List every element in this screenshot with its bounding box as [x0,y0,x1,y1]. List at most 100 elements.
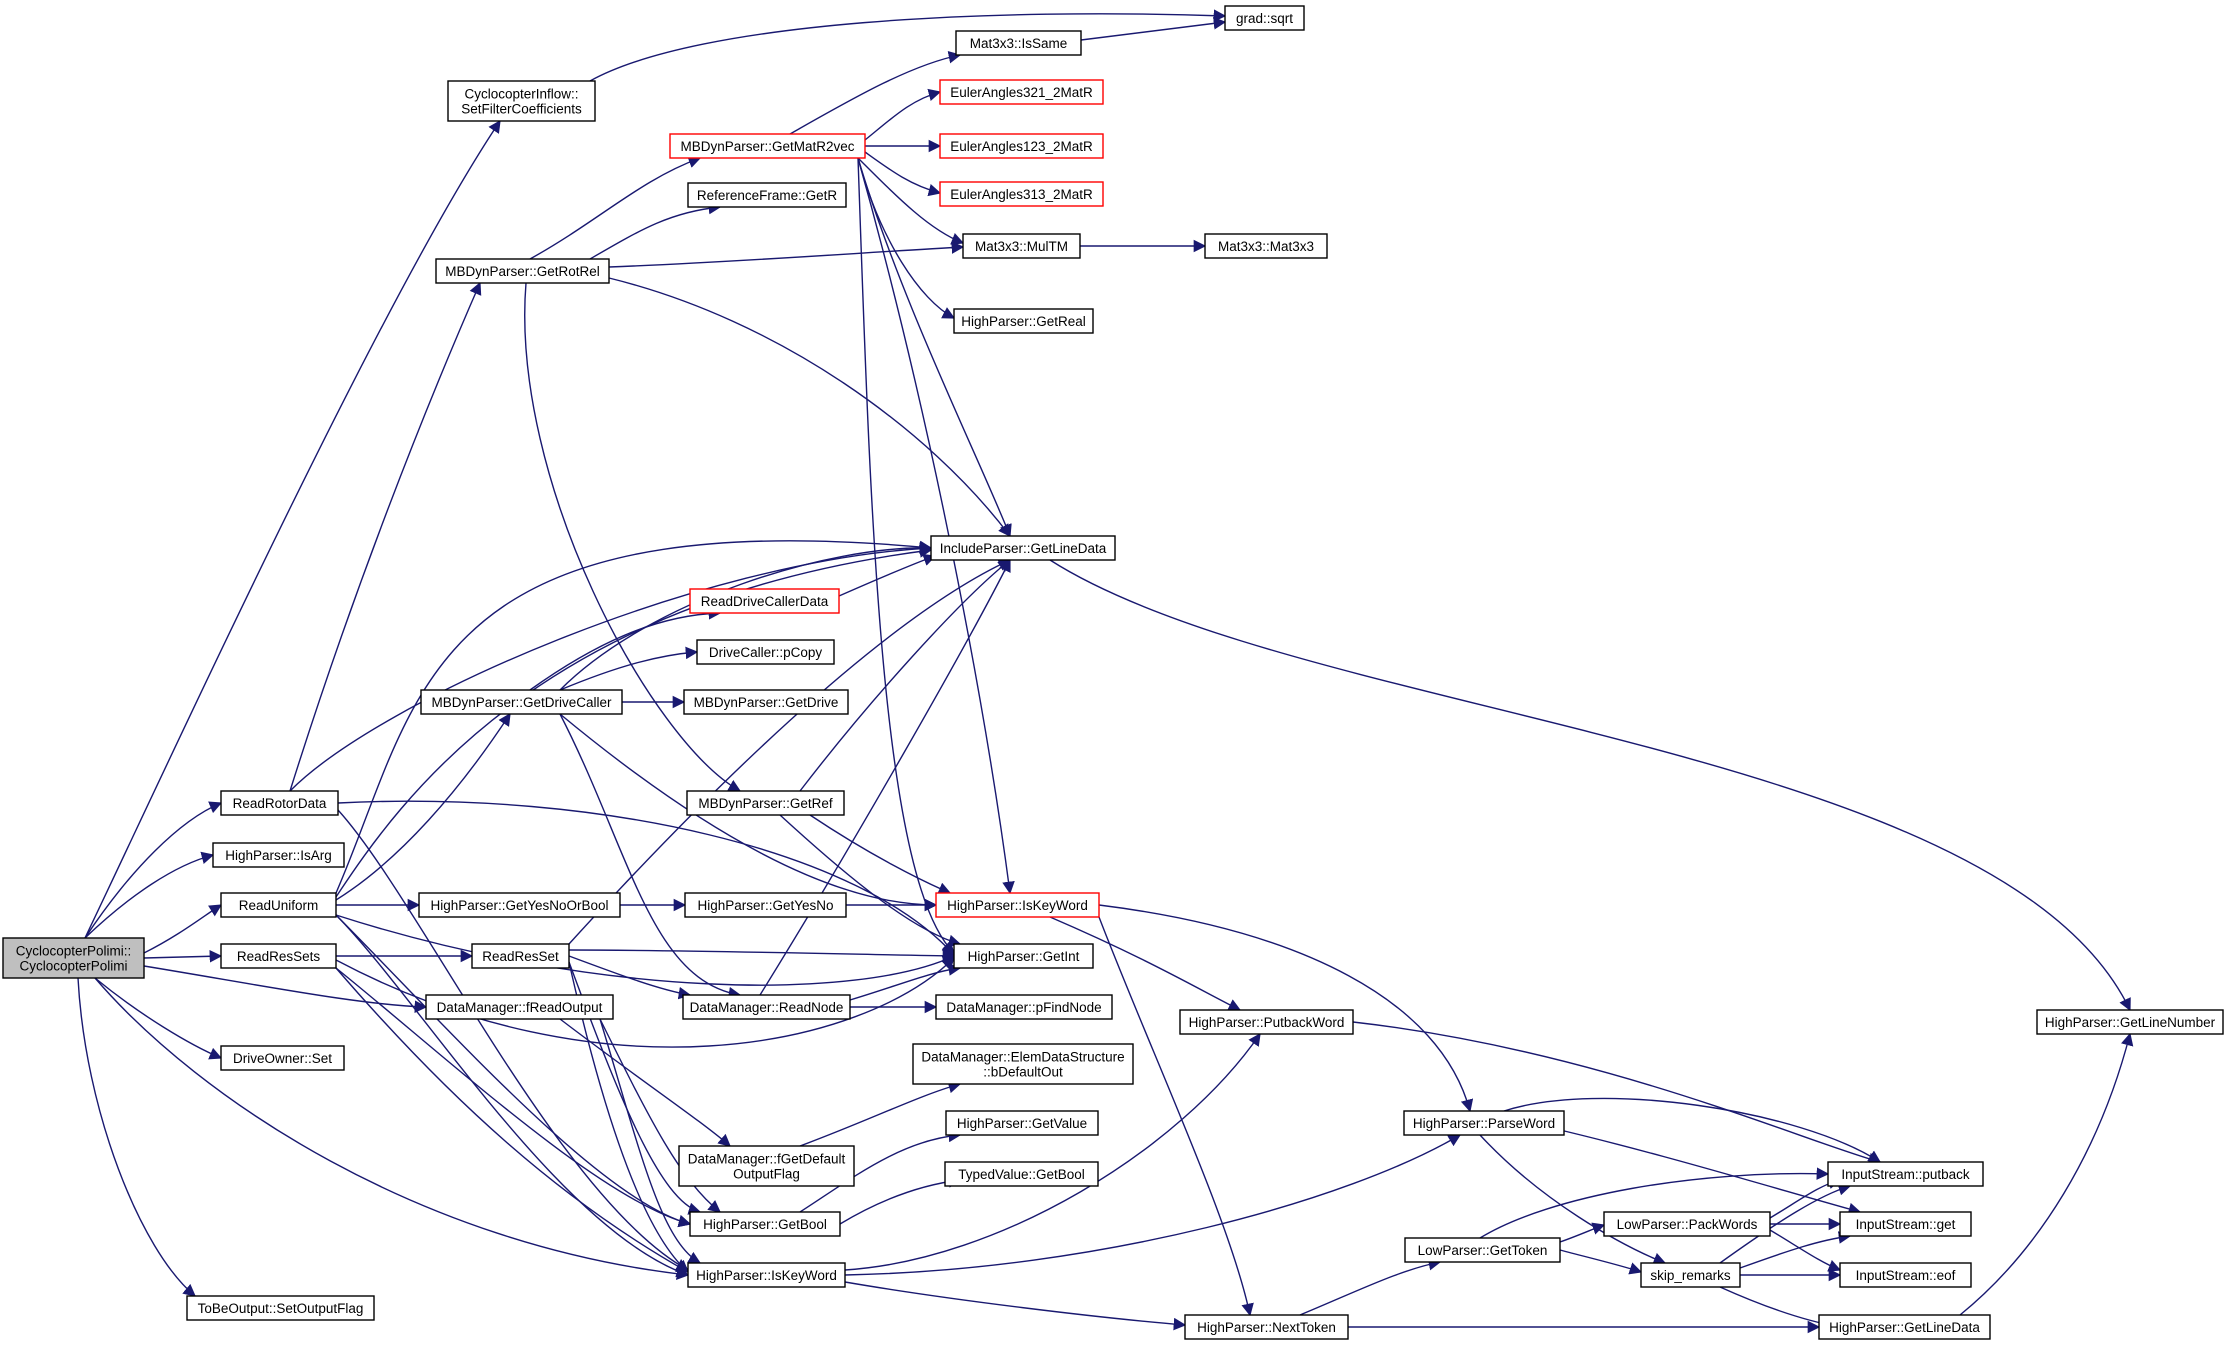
node-getyesnoorbool[interactable]: HighParser::GetYesNoOrBool [418,892,621,918]
node-label: Mat3x3::MulTM [975,239,1068,254]
edge-iskeyword-to-putbackword [844,1032,1261,1271]
node-box [186,1295,375,1321]
node-label: TypedValue::GetBool [958,1167,1085,1182]
node-box [1640,1262,1741,1288]
edge-getrotrel-to-inc-getlinedata [608,277,1011,538]
node-skip-remarks[interactable]: skip_remarks [1640,1262,1741,1288]
edge-putbackword-to-is-putback [1352,1021,1882,1166]
graph-nodes: CyclocopterPolimi::CyclocopterPolimiCycl… [2,5,2224,1340]
node-readuniform[interactable]: ReadUniform [220,892,337,918]
node-box [939,181,1104,207]
node-label: MBDynParser::GetMatR2vec [680,139,854,154]
node-driveowner-set[interactable]: DriveOwner::Set [220,1045,345,1071]
node-getreal[interactable]: HighParser::GetReal [953,308,1094,334]
node-label: IncludeParser::GetLineData [940,541,1107,556]
edge-getmatr2vec-to-issame [789,51,962,135]
node-is-get[interactable]: InputStream::get [1839,1211,1972,1237]
node-readnode[interactable]: DataManager::ReadNode [682,994,851,1020]
node-iskeyword-red[interactable]: HighParser::IsKeyWord [935,892,1100,918]
node-packwords[interactable]: LowParser::PackWords [1603,1211,1771,1237]
node-getrotrel[interactable]: MBDynParser::GetRotRel [435,258,610,284]
node-typed-getbool[interactable]: TypedValue::GetBool [944,1161,1099,1187]
node-box [220,943,337,969]
node-getref[interactable]: MBDynParser::GetRef [686,790,845,816]
edge-readrotordata-to-inc-getlinedata [289,542,933,792]
node-getbool[interactable]: HighParser::GetBool [689,1211,841,1237]
node-label: grad::sqrt [1236,11,1293,26]
edge-readdrivecaller-to-inc-getlinedata [838,553,937,597]
node-label: CyclocopterPolimi [19,959,127,974]
node-euler313[interactable]: EulerAngles313_2MatR [939,181,1104,207]
node-mat3x3[interactable]: Mat3x3::Mat3x3 [1204,233,1328,259]
edge-readuniform-to-inc-getlinedata [335,545,933,898]
node-readdrivecaller[interactable]: ReadDriveCallerData [689,588,840,614]
node-label: InputStream::eof [1856,1268,1956,1283]
node-label: CyclocopterPolimi:: [16,944,132,959]
node-readrotordata[interactable]: ReadRotorData [220,790,339,816]
node-nexttoken[interactable]: HighParser::NextToken [1184,1314,1349,1340]
node-set-filter[interactable]: CyclocopterInflow::SetFilterCoefficients [447,80,596,122]
node-getyesno[interactable]: HighParser::GetYesNo [684,892,847,918]
node-label: ReadUniform [239,898,319,913]
node-euler321[interactable]: EulerAngles321_2MatR [939,79,1104,105]
node-euler123[interactable]: EulerAngles123_2MatR [939,133,1104,159]
node-box [1818,1314,1991,1340]
node-getint[interactable]: HighParser::GetInt [953,943,1094,969]
node-pcopy[interactable]: DriveCaller::pCopy [696,639,835,665]
node-label: ReadDriveCallerData [701,594,829,609]
edge-iskeyword-red-to-putbackword [1049,916,1242,1011]
node-lp-gettoken[interactable]: LowParser::GetToken [1404,1237,1561,1263]
node-refframe-getr[interactable]: ReferenceFrame::GetR [687,182,847,208]
node-readresset[interactable]: ReadResSet [471,943,570,969]
node-inc-getlinedata[interactable]: IncludeParser::GetLineData [930,535,1116,561]
edge-root-to-freadoutput [143,965,428,1013]
edge-root-to-readressets [143,949,223,963]
node-label: DataManager::ReadNode [690,1000,844,1015]
node-pfindnode[interactable]: DataManager::pFindNode [935,994,1113,1020]
edge-root-to-isarg [84,851,215,939]
node-multm[interactable]: Mat3x3::MulTM [962,233,1081,259]
node-parseword[interactable]: HighParser::ParseWord [1403,1110,1565,1136]
node-label: ReferenceFrame::GetR [697,188,838,203]
node-grad-sqrt[interactable]: grad::sqrt [1224,5,1305,31]
node-getvalue[interactable]: HighParser::GetValue [945,1110,1099,1136]
edge-getbool-to-typed-getbool [839,1175,962,1225]
node-elemdata[interactable]: DataManager::ElemDataStructure::bDefault… [912,1043,1134,1085]
node-label: ReadResSet [482,949,559,964]
node-box [1839,1211,1972,1237]
node-label: HighParser::GetYesNoOrBool [430,898,608,913]
node-label: InputStream::putback [1841,1167,1970,1182]
node-readressets[interactable]: ReadResSets [220,943,337,969]
node-is-putback[interactable]: InputStream::putback [1827,1161,1984,1187]
node-issame[interactable]: Mat3x3::IsSame [955,30,1082,56]
node-label: HighParser::GetLineNumber [2045,1015,2216,1030]
node-box [689,1211,841,1237]
node-label: skip_remarks [1650,1268,1731,1283]
node-getlinenumber[interactable]: HighParser::GetLineNumber [2036,1009,2224,1035]
edge-lp-gettoken-to-packwords [1559,1222,1606,1243]
node-getdrivecaller[interactable]: MBDynParser::GetDriveCaller [420,689,623,715]
node-putbackword[interactable]: HighParser::PutbackWord [1179,1009,1354,1035]
node-setoutputflag[interactable]: ToBeOutput::SetOutputFlag [186,1295,375,1321]
node-label: EulerAngles321_2MatR [950,85,1093,100]
node-freadoutput[interactable]: DataManager::fReadOutput [425,994,614,1020]
edge-lp-gettoken-to-is-putback [1479,1167,1830,1239]
edge-fgetdefault-to-elemdata [799,1080,962,1147]
node-getmatr2vec[interactable]: MBDynParser::GetMatR2vec [669,133,866,159]
edge-getdrivecaller-to-inc-getlinedata [559,541,933,691]
node-is-eof[interactable]: InputStream::eof [1839,1262,1972,1288]
node-isarg[interactable]: HighParser::IsArg [212,842,345,868]
node-root[interactable]: CyclocopterPolimi::CyclocopterPolimi [2,937,145,979]
node-label: ReadResSets [237,949,321,964]
edge-getrotrel-to-getmatr2vec [529,155,702,260]
node-label: ReadRotorData [233,796,327,811]
edge-parseword-to-skip-remarks [1479,1134,1667,1265]
node-hp-getlinedata[interactable]: HighParser::GetLineData [1818,1314,1991,1340]
edge-readnode-to-getint [849,963,962,1001]
node-label: SetFilterCoefficients [461,102,582,117]
node-iskeyword[interactable]: HighParser::IsKeyWord [687,1262,846,1288]
node-getdrive[interactable]: MBDynParser::GetDrive [683,689,849,715]
node-box [1204,233,1328,259]
